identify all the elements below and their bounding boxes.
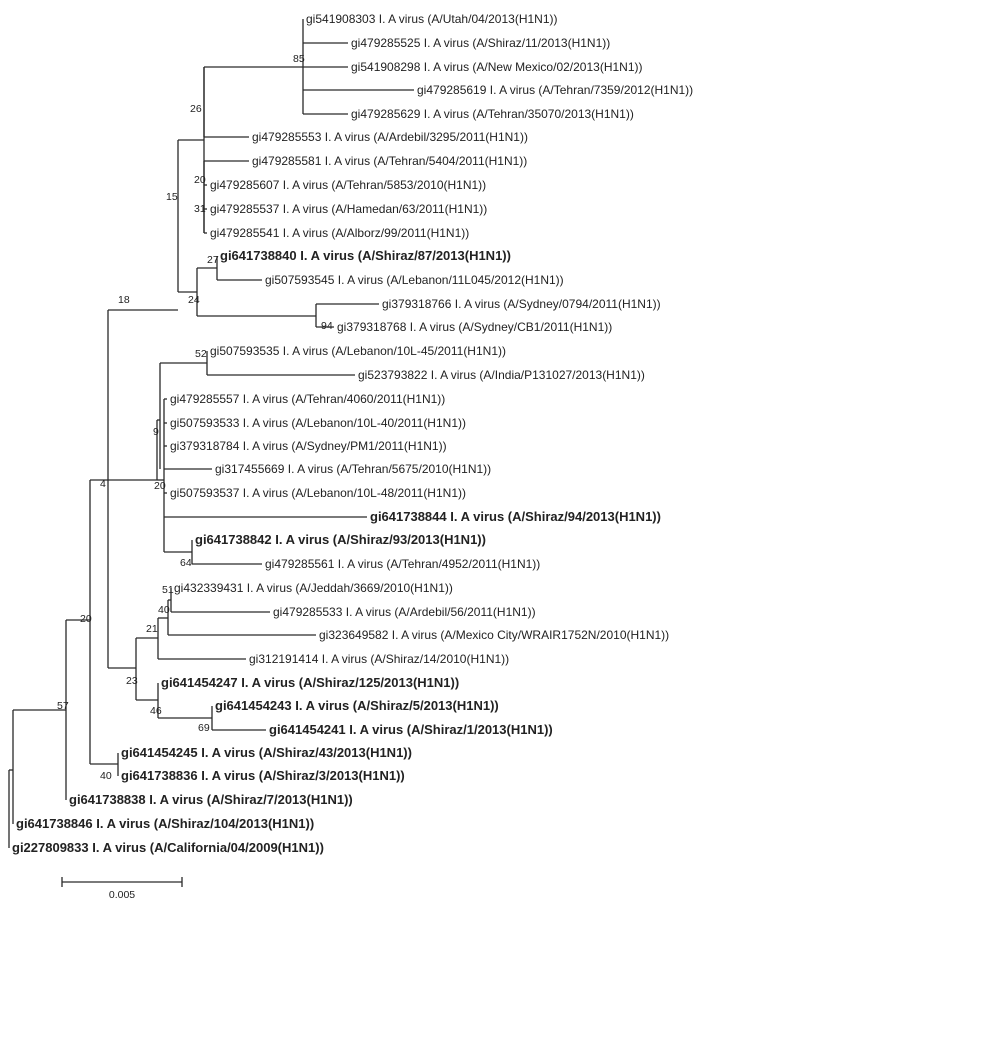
bootstrap-value: 69 (198, 722, 210, 734)
taxon-label-gi479285629: gi479285629 I. A virus (A/Tehran/35070/2… (351, 107, 634, 121)
bootstrap-value: 57 (57, 700, 69, 712)
taxon-label-gi641738836: gi641738836 I. A virus (A/Shiraz/3/2013(… (121, 768, 405, 783)
taxon-label-gi479285537: gi479285537 I. A virus (A/Hamedan/63/201… (210, 202, 487, 216)
scale-bar: 0.005 (61, 877, 183, 901)
bootstrap-value: 24 (188, 294, 200, 306)
taxon-label-gi379318766: gi379318766 I. A virus (A/Sydney/0794/20… (382, 297, 661, 311)
bootstrap-value: 46 (150, 705, 162, 717)
bootstrap-value: 9 (153, 426, 159, 438)
scale-bar-label: 0.005 (109, 889, 135, 901)
bootstrap-value: 64 (180, 557, 192, 569)
taxon-label-gi227809833: gi227809833 I. A virus (A/California/04/… (12, 840, 324, 855)
bootstrap-value: 85 (293, 53, 305, 65)
bootstrap-value: 23 (126, 675, 138, 687)
taxon-label-gi641738838: gi641738838 I. A virus (A/Shiraz/7/2013(… (69, 792, 353, 807)
taxon-label-gi541908298: gi541908298 I. A virus (A/New Mexico/02/… (351, 60, 643, 74)
taxon-label-gi641454243: gi641454243 I. A virus (A/Shiraz/5/2013(… (215, 698, 499, 713)
bootstrap-value: 27 (207, 254, 219, 266)
taxon-label-gi641454247: gi641454247 I. A virus (A/Shiraz/125/201… (161, 675, 459, 690)
taxon-label-gi641454241: gi641454241 I. A virus (A/Shiraz/1/2013(… (269, 722, 553, 737)
taxon-label-gi479285553: gi479285553 I. A virus (A/Ardebil/3295/2… (252, 130, 528, 144)
taxon-label-gi541908303: gi541908303 I. A virus (A/Utah/04/2013(H… (306, 12, 557, 26)
taxon-label-gi479285619: gi479285619 I. A virus (A/Tehran/7359/20… (417, 83, 693, 97)
taxon-label-gi379318784: gi379318784 I. A virus (A/Sydney/PM1/201… (170, 439, 447, 453)
taxon-label-gi479285561: gi479285561 I. A virus (A/Tehran/4952/20… (265, 557, 540, 571)
taxon-label-gi507593535: gi507593535 I. A virus (A/Lebanon/10L-45… (210, 344, 506, 358)
taxon-label-gi641738846: gi641738846 I. A virus (A/Shiraz/104/201… (16, 816, 314, 831)
bootstrap-value: 21 (146, 623, 158, 635)
taxon-label-gi479285607: gi479285607 I. A virus (A/Tehran/5853/20… (210, 178, 486, 192)
bootstrap-value: 4 (100, 478, 106, 490)
bootstrap-value: 26 (190, 103, 202, 115)
taxon-label-gi312191414: gi312191414 I. A virus (A/Shiraz/14/2010… (249, 652, 509, 666)
taxon-label-gi507593537: gi507593537 I. A virus (A/Lebanon/10L-48… (170, 486, 466, 500)
bootstrap-value: 40 (158, 604, 170, 616)
bootstrap-value: 18 (118, 294, 130, 306)
taxon-label-gi479285557: gi479285557 I. A virus (A/Tehran/4060/20… (170, 392, 445, 406)
bootstrap-value: 20 (80, 613, 92, 625)
bootstrap-value: 15 (166, 191, 178, 203)
tree-branches (8, 19, 414, 848)
bootstrap-value: 94 (321, 320, 333, 332)
taxon-label-gi641738842: gi641738842 I. A virus (A/Shiraz/93/2013… (195, 532, 486, 547)
bootstrap-value: 20 (154, 480, 166, 492)
taxon-label-gi479285525: gi479285525 I. A virus (A/Shiraz/11/2013… (351, 36, 610, 50)
bootstrap-value: 51 (162, 584, 174, 596)
taxon-label-gi507593533: gi507593533 I. A virus (A/Lebanon/10L-40… (170, 416, 466, 430)
taxon-label-gi641738840: gi641738840 I. A virus (A/Shiraz/87/2013… (220, 248, 511, 263)
taxon-label-gi317455669: gi317455669 I. A virus (A/Tehran/5675/20… (215, 462, 491, 476)
taxon-label-gi641738844: gi641738844 I. A virus (A/Shiraz/94/2013… (370, 509, 661, 524)
bootstrap-value: 52 (195, 348, 207, 360)
bootstrap-value: 31 (194, 203, 206, 215)
taxon-label-gi641454245: gi641454245 I. A virus (A/Shiraz/43/2013… (121, 745, 412, 760)
taxon-label-gi479285581: gi479285581 I. A virus (A/Tehran/5404/20… (252, 154, 527, 168)
taxon-label-gi432339431: gi432339431 I. A virus (A/Jeddah/3669/20… (174, 581, 453, 595)
taxon-label-gi479285533: gi479285533 I. A virus (A/Ardebil/56/201… (273, 605, 536, 619)
bootstrap-labels: 8526203115272494185292064451402123466920… (57, 53, 333, 782)
bootstrap-value: 20 (194, 174, 206, 186)
taxon-label-gi379318768: gi379318768 I. A virus (A/Sydney/CB1/201… (337, 320, 612, 334)
taxon-label-gi323649582: gi323649582 I. A virus (A/Mexico City/WR… (319, 628, 669, 642)
taxon-label-gi523793822: gi523793822 I. A virus (A/India/P131027/… (358, 368, 645, 382)
bootstrap-value: 40 (100, 770, 112, 782)
taxon-label-gi479285541: gi479285541 I. A virus (A/Alborz/99/2011… (210, 226, 469, 240)
taxon-labels: gi541908303 I. A virus (A/Utah/04/2013(H… (12, 12, 693, 855)
taxon-label-gi507593545: gi507593545 I. A virus (A/Lebanon/11L045… (265, 273, 564, 287)
